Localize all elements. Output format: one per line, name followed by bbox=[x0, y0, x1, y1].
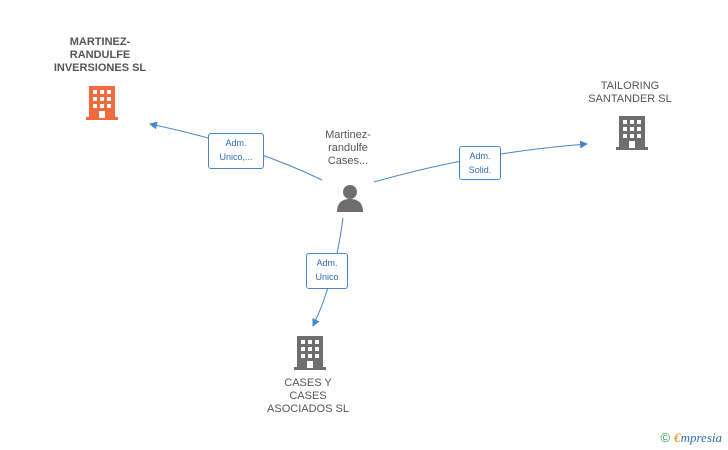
relation-label-line: Solid. bbox=[468, 165, 492, 175]
relation-label-cases[interactable]: Adm. Unico bbox=[306, 253, 348, 289]
company-label-martinez[interactable]: MARTINEZ- RANDULFE INVERSIONES SL bbox=[30, 36, 170, 75]
brand-logo-e: € bbox=[674, 430, 681, 445]
company-label-line: RANDULFE bbox=[69, 49, 131, 61]
relation-label-line: Adm. bbox=[225, 138, 247, 148]
person-name[interactable]: Martinez- randulfe Cases... bbox=[300, 129, 396, 168]
company-label-line: ASOCIADOS SL bbox=[267, 403, 349, 415]
building-icon[interactable] bbox=[294, 334, 326, 370]
relation-label-line: Adm. bbox=[469, 151, 491, 161]
brand-logo: ©€mpresia bbox=[661, 430, 723, 446]
relation-label-line: Unico bbox=[315, 272, 339, 282]
building-icon[interactable] bbox=[616, 114, 648, 150]
company-label-cases[interactable]: CASES Y CASES ASOCIADOS SL bbox=[250, 377, 366, 416]
relation-label-tailoring[interactable]: Adm. Solid. bbox=[459, 146, 501, 180]
company-label-line: CASES Y bbox=[284, 377, 332, 389]
relation-label-martinez[interactable]: Adm. Unico,... bbox=[208, 133, 264, 169]
company-label-tailoring[interactable]: TAILORING SANTANDER SL bbox=[570, 80, 690, 106]
person-name-line: Martinez- bbox=[325, 129, 371, 141]
relation-label-line: Unico,... bbox=[219, 152, 253, 162]
company-label-line: TAILORING bbox=[600, 80, 660, 92]
company-label-line: CASES bbox=[289, 390, 327, 402]
company-label-line: SANTANDER SL bbox=[588, 93, 672, 105]
building-icon[interactable] bbox=[86, 84, 118, 120]
relation-label-line: Adm. bbox=[316, 258, 338, 268]
company-label-line: MARTINEZ- bbox=[69, 36, 131, 48]
person-name-line: randulfe bbox=[328, 142, 368, 154]
person-name-line: Cases... bbox=[327, 155, 369, 167]
company-label-line: INVERSIONES SL bbox=[53, 62, 147, 74]
copyright-symbol: © bbox=[660, 430, 671, 445]
person-icon[interactable] bbox=[335, 183, 365, 213]
brand-logo-text: mpresia bbox=[680, 430, 722, 445]
